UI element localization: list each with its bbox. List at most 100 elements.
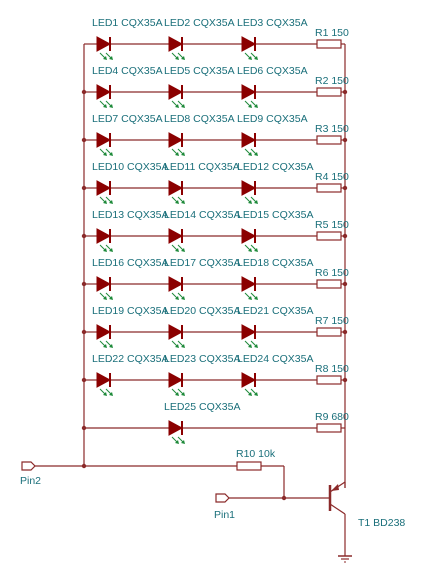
- led-triangle: [241, 36, 257, 52]
- led-symbol: [96, 84, 113, 108]
- led-symbol: [168, 372, 185, 396]
- led-label: LED8 CQX35A: [164, 113, 235, 125]
- led-triangle: [168, 84, 184, 100]
- led-triangle: [96, 36, 112, 52]
- led-symbol: [241, 372, 258, 396]
- led-triangle: [168, 372, 184, 388]
- led-symbol: [168, 84, 185, 108]
- led-symbol: [168, 324, 185, 348]
- light-ray-head-1: [109, 56, 113, 60]
- light-ray-head-0: [175, 152, 179, 156]
- led-label: LED25 CQX35A: [164, 401, 240, 413]
- light-ray-head-1: [181, 200, 185, 204]
- led-triangle: [96, 324, 112, 340]
- resistor-label: R7 150: [315, 315, 349, 327]
- led-symbol: [241, 180, 258, 204]
- led-triangle: [96, 132, 112, 148]
- led-label: LED11 CQX35A: [164, 161, 240, 173]
- led-triangle: [241, 180, 257, 196]
- light-ray-head-1: [181, 392, 185, 396]
- pin2-connector: [21, 461, 36, 471]
- light-ray-head-1: [254, 296, 258, 300]
- led-label: LED21 CQX35A: [237, 305, 313, 317]
- led-symbol: [96, 372, 113, 396]
- light-ray-head-0: [103, 248, 107, 252]
- ground-symbol: [338, 555, 352, 563]
- light-ray-head-0: [175, 392, 179, 396]
- light-ray-head-1: [109, 104, 113, 108]
- led-triangle: [241, 132, 257, 148]
- led-label: LED6 CQX35A: [237, 65, 308, 77]
- light-ray-head-0: [248, 152, 252, 156]
- light-ray-head-1: [181, 248, 185, 252]
- light-ray-head-0: [175, 200, 179, 204]
- led-symbol: [241, 228, 258, 252]
- led-triangle: [241, 276, 257, 292]
- light-ray-head-1: [181, 440, 185, 444]
- light-ray-head-1: [109, 248, 113, 252]
- junction-dot: [281, 495, 287, 501]
- led-symbol: [241, 324, 258, 348]
- light-ray-head-1: [109, 200, 113, 204]
- resistor-label: R5 150: [315, 219, 349, 231]
- resistor-symbol: [316, 87, 342, 97]
- led-symbol: [168, 36, 185, 60]
- led-label: LED20 CQX35A: [164, 305, 240, 317]
- resistor-label: R6 150: [315, 267, 349, 279]
- light-ray-head-0: [248, 392, 252, 396]
- light-ray-head-0: [103, 200, 107, 204]
- resistor-symbol: [316, 423, 342, 433]
- light-ray-head-1: [181, 152, 185, 156]
- resistor-symbol: [236, 461, 262, 471]
- led-label: LED9 CQX35A: [237, 113, 308, 125]
- light-ray-head-1: [181, 56, 185, 60]
- light-ray-head-0: [175, 104, 179, 108]
- light-ray-head-1: [254, 152, 258, 156]
- led-triangle: [96, 372, 112, 388]
- led-label: LED24 CQX35A: [237, 353, 313, 365]
- led-symbol: [96, 36, 113, 60]
- light-ray-head-0: [248, 344, 252, 348]
- resistor-symbol: [316, 375, 342, 385]
- light-ray-head-1: [254, 56, 258, 60]
- light-ray-head-0: [103, 56, 107, 60]
- led-symbol: [168, 420, 185, 444]
- led-symbol: [241, 132, 258, 156]
- resistor-symbol: [316, 135, 342, 145]
- schematic-parts: [21, 36, 352, 563]
- led-triangle: [168, 132, 184, 148]
- light-ray-head-1: [181, 296, 185, 300]
- pin1-label: Pin1: [214, 509, 235, 521]
- led-label: LED14 CQX35A: [164, 209, 240, 221]
- light-ray-head-1: [254, 200, 258, 204]
- resistor-label: R1 150: [315, 27, 349, 39]
- led-triangle: [168, 228, 184, 244]
- light-ray-head-0: [103, 392, 107, 396]
- light-ray-head-0: [248, 296, 252, 300]
- schematic-wires: [35, 43, 348, 556]
- resistor-symbol: [316, 327, 342, 337]
- resistor-symbol: [316, 231, 342, 241]
- led-symbol: [168, 228, 185, 252]
- light-ray-head-0: [175, 296, 179, 300]
- led-triangle: [241, 324, 257, 340]
- junction-dot: [81, 463, 87, 469]
- led-label: LED13 CQX35A: [92, 209, 168, 221]
- led-triangle: [168, 324, 184, 340]
- led-triangle: [168, 276, 184, 292]
- resistor-symbol: [316, 279, 342, 289]
- resistor-label: R8 150: [315, 363, 349, 375]
- transistor-collector: [329, 503, 346, 515]
- led-triangle: [96, 84, 112, 100]
- led-label: LED10 CQX35A: [92, 161, 168, 173]
- resistor-label: R4 150: [315, 171, 349, 183]
- light-ray-head-0: [103, 344, 107, 348]
- led-triangle: [96, 228, 112, 244]
- led-label: LED23 CQX35A: [164, 353, 240, 365]
- led-symbol: [96, 324, 113, 348]
- light-ray-head-0: [248, 104, 252, 108]
- light-ray-head-1: [109, 152, 113, 156]
- light-ray-head-0: [175, 56, 179, 60]
- led-symbol: [241, 36, 258, 60]
